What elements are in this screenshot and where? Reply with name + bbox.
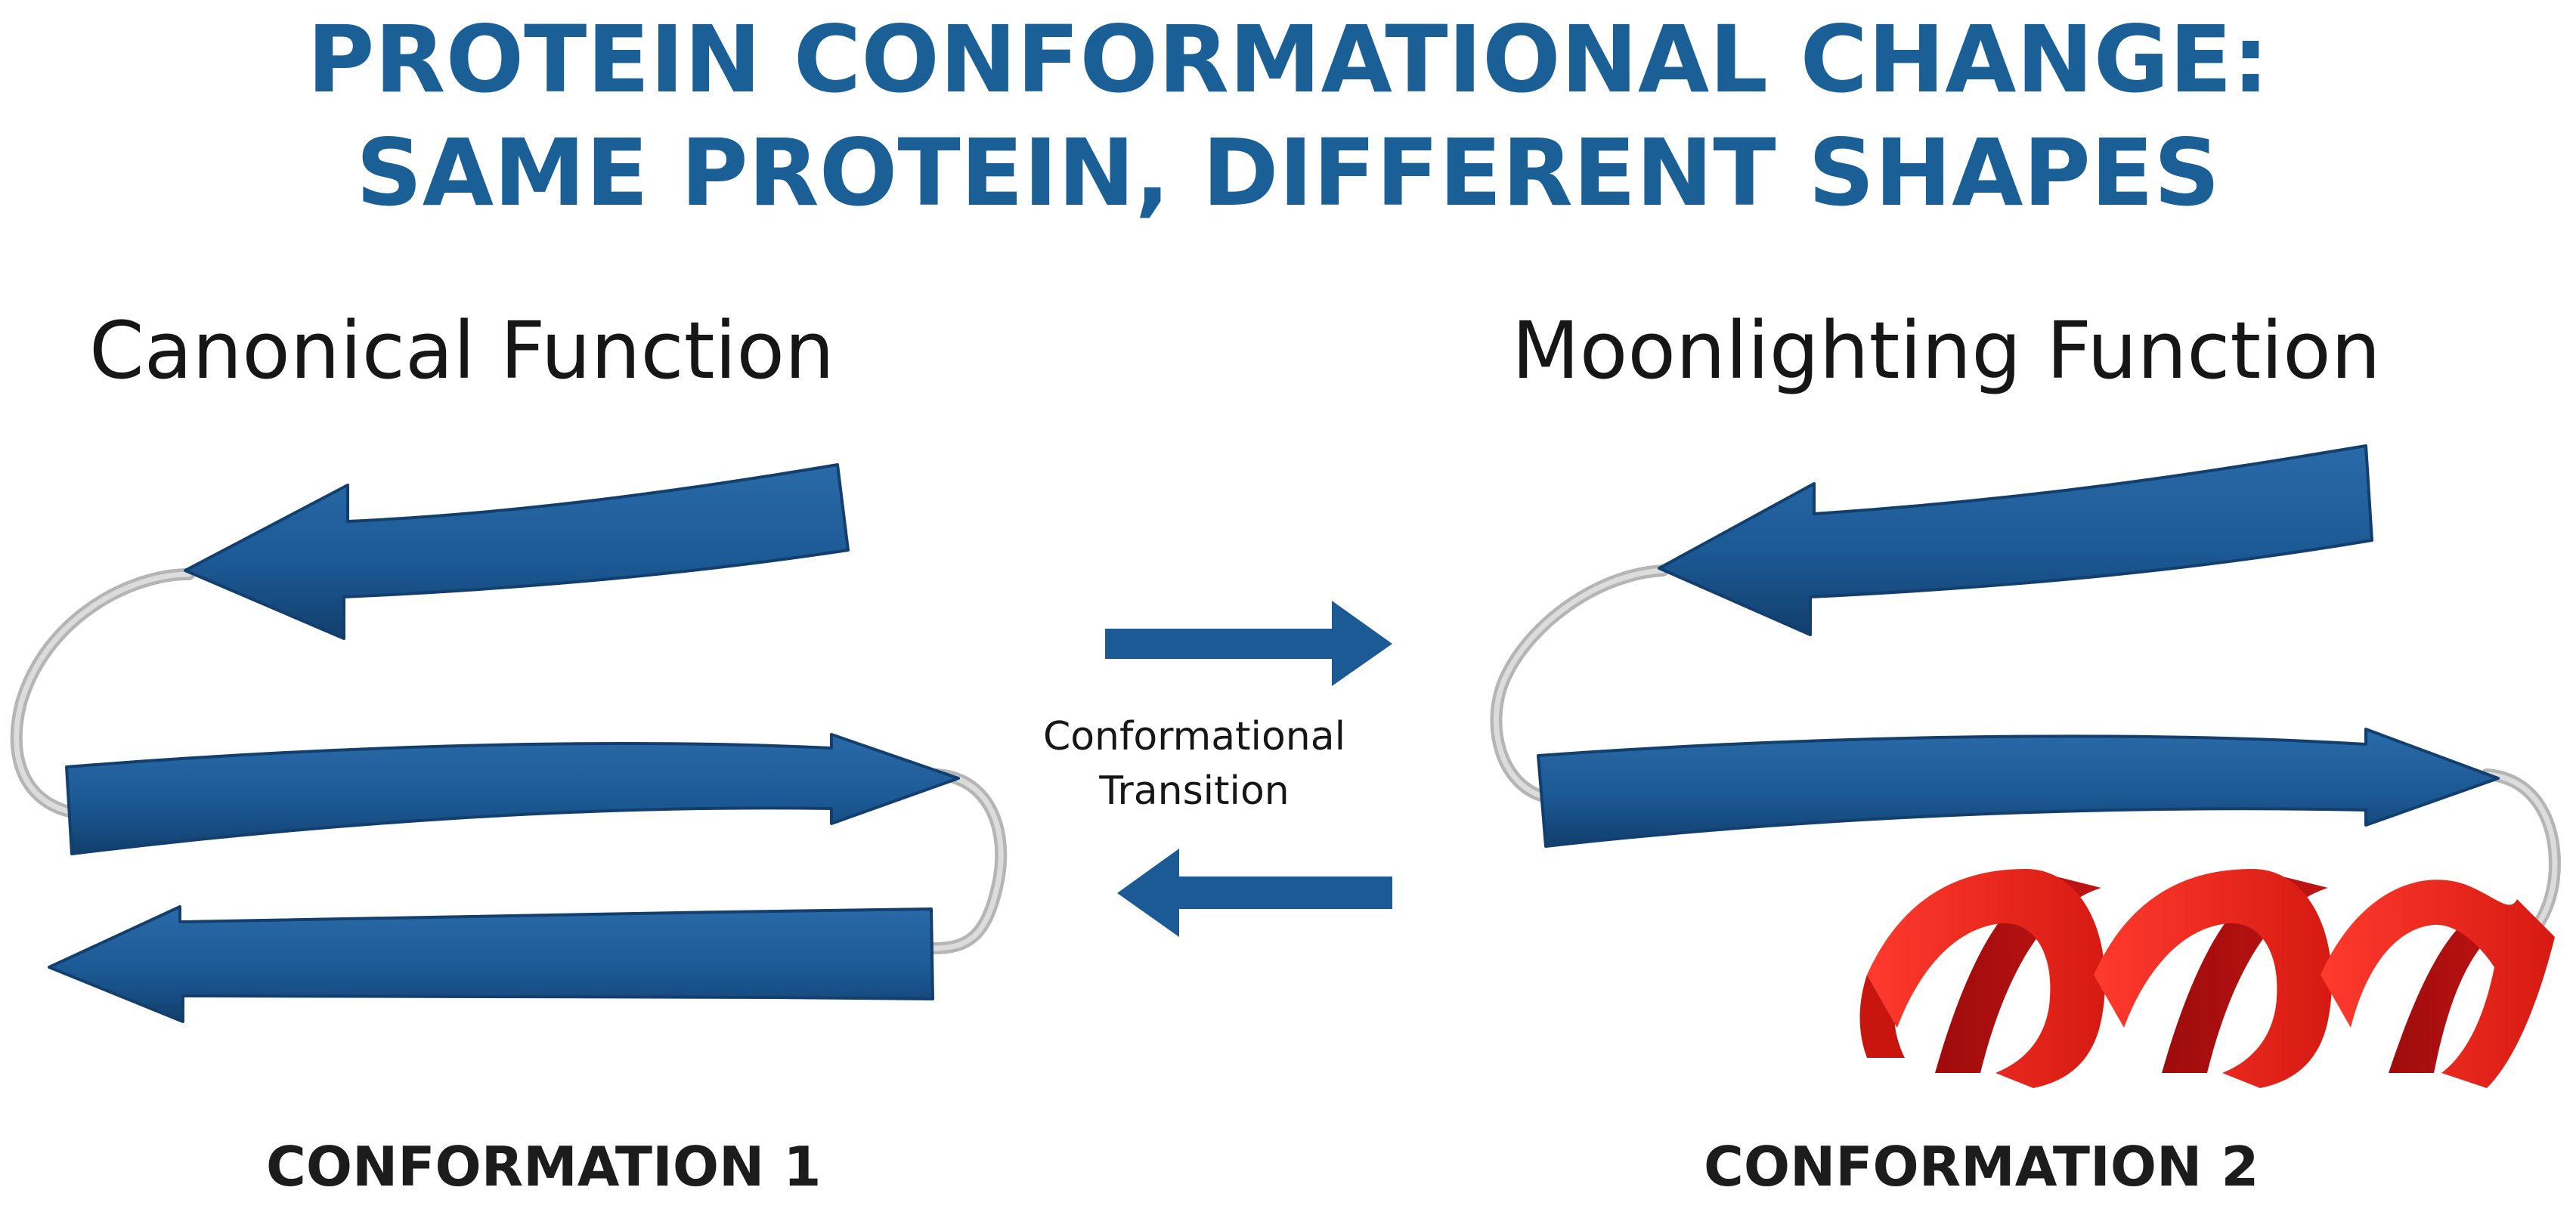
- conformation-1-caption: CONFORMATION 1: [266, 1135, 822, 1198]
- loop-left-2: [927, 768, 1008, 954]
- helix-back-2: [2162, 877, 2328, 1073]
- moonlighting-function-heading: Moonlighting Function: [1512, 305, 2381, 397]
- beta-strand-1: [184, 463, 850, 640]
- loop-right-1-highlight: [1494, 567, 1666, 800]
- beta-strand-2: [65, 733, 960, 855]
- transition-label: Conformational Transition: [998, 710, 1391, 819]
- transition-label-line-2: Transition: [1099, 768, 1290, 814]
- transition-label-line-1: Conformational: [1042, 714, 1346, 759]
- helix-front-3: [2321, 880, 2555, 1088]
- beta-strand-4: [1658, 444, 2373, 636]
- helix-start: [1859, 975, 1905, 1058]
- loop-left-1-highlight: [14, 571, 192, 815]
- beta-strand-3: [48, 905, 934, 1023]
- conformation-2-caption: CONFORMATION 2: [1704, 1135, 2259, 1198]
- helix-front-2: [2094, 869, 2333, 1088]
- helix-back-1: [1935, 877, 2101, 1073]
- helix-back-3: [2389, 907, 2517, 1073]
- canonical-function-heading: Canonical Function: [89, 305, 834, 397]
- title-line-1: PROTEIN CONFORMATIONAL CHANGE:: [307, 6, 2269, 113]
- conformation-2-structure: [1490, 444, 2561, 1088]
- forward-arrow: [1105, 601, 1392, 686]
- alpha-helix: [1859, 869, 2555, 1088]
- loop-left-2-highlight: [930, 771, 1004, 951]
- title-line-2: SAME PROTEIN, DIFFERENT SHAPES: [355, 119, 2221, 227]
- transition-arrows: [1105, 601, 1392, 937]
- conformation-1-structure: [10, 463, 1008, 1023]
- helix-front-1: [1867, 869, 2106, 1088]
- beta-strand-5: [1537, 728, 2500, 848]
- reverse-arrow: [1117, 849, 1392, 937]
